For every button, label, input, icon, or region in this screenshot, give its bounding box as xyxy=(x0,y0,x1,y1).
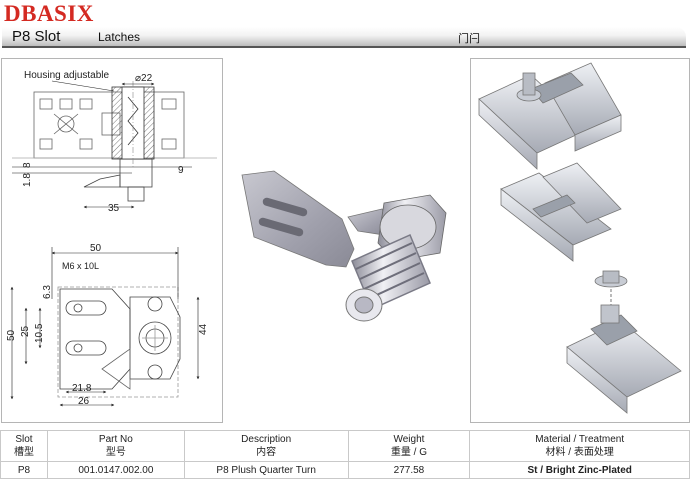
latch-render xyxy=(241,170,447,322)
dim-m6: M6 x 10L xyxy=(62,261,99,271)
table-row: P8 001.0147.002.00 P8 Plush Quarter Turn… xyxy=(0,461,690,479)
dim-8: 8 xyxy=(22,162,33,168)
dim-9: 9 xyxy=(178,165,184,176)
housing-label: Housing adjustable xyxy=(24,70,109,81)
cell-material: St / Bright Zinc-Plated xyxy=(469,461,690,479)
dim-50-top: 50 xyxy=(90,243,102,254)
category-title: Latches xyxy=(98,30,141,44)
cell-description: P8 Plush Quarter Turn xyxy=(183,461,349,479)
application-scene-middle xyxy=(500,162,622,262)
side-view xyxy=(12,91,217,202)
dim-44: 44 xyxy=(198,323,209,335)
dim-26: 26 xyxy=(78,396,90,407)
dim-50-left: 50 xyxy=(6,329,17,341)
top-view xyxy=(57,286,181,398)
dim-25: 25 xyxy=(20,325,31,337)
application-renders xyxy=(478,62,682,414)
cell-part-no: 001.0147.002.00 xyxy=(46,461,185,479)
dim-21-8: 21.8 xyxy=(72,383,92,394)
slot-title: P8 Slot xyxy=(12,28,61,45)
cell-weight: 277.58 xyxy=(347,461,471,479)
technical-drawing: Housing adjustable ⌀22 8 1.8 9 35 50 M6 … xyxy=(6,70,217,407)
dim-dia22: ⌀22 xyxy=(135,73,153,84)
cell-slot: P8 xyxy=(0,461,48,479)
brand-logo: DBASIX xyxy=(4,1,94,26)
dim-6-3: 6.3 xyxy=(42,285,53,299)
dim-35: 35 xyxy=(108,203,120,214)
category-title-cn: 门闩 xyxy=(458,33,480,45)
title-bar: P8 Slot Latches 门闩 xyxy=(2,27,686,48)
dim-10-5: 10.5 xyxy=(34,323,45,343)
application-scene-top xyxy=(478,62,622,170)
dim-1-8: 1.8 xyxy=(22,173,33,187)
technical-drawing-panel: Housing adjustable ⌀22 8 1.8 9 35 50 M6 … xyxy=(1,58,223,423)
application-scene-bottom xyxy=(566,270,682,414)
application-renders-panel xyxy=(470,58,690,423)
